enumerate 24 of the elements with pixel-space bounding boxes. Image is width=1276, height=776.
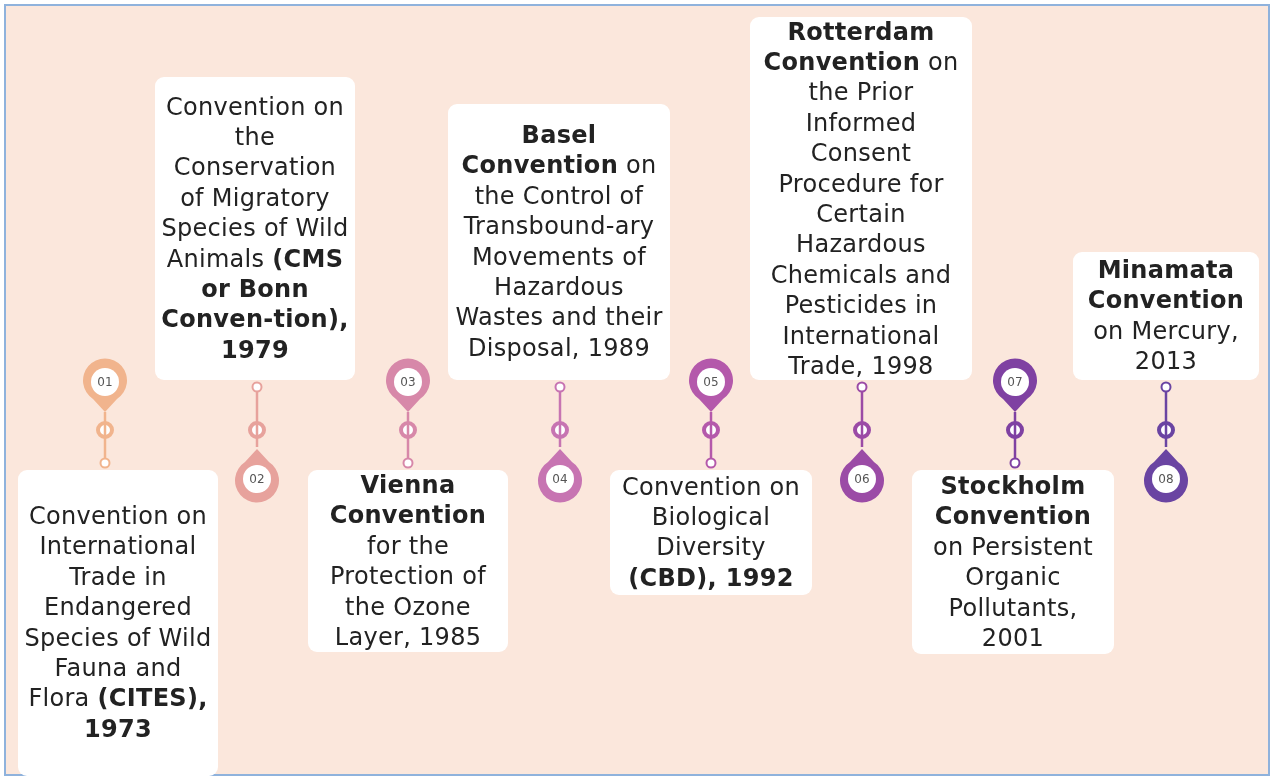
- event-card: Convention on International Trade in Endangered Species of Wild Fauna and Flora (CITES), 1973: [18, 470, 218, 776]
- event-card: Stockholm Convention on Persistent Organic Pollutants, 2001: [912, 470, 1114, 654]
- event-card: Minamata Convention on Mercury, 2013: [1073, 252, 1259, 380]
- event-card: Vienna Convention for the Protection of the Ozone Layer, 1985: [308, 470, 508, 652]
- connector-line: [1160, 381, 1172, 447]
- pin-marker: 01: [80, 356, 130, 414]
- connector-line: [705, 412, 717, 469]
- event-card: Rotterdam Convention on the Prior Informed Consent Procedure for Certain Hazardous Chemicals and Pesticides in International Trade, 1998: [750, 17, 972, 380]
- pin-marker: 04: [535, 447, 585, 505]
- pin-marker: 03: [383, 356, 433, 414]
- event-card: Convention on Biological Diversity (CBD), 1992: [610, 470, 812, 595]
- event-card: Convention on the Conservation of Migratory Species of Wild Animals (CMS or Bonn Conven-tion), 1979: [155, 77, 355, 380]
- connector-line: [1009, 412, 1021, 469]
- connector-line: [251, 381, 263, 447]
- connector-line: [402, 412, 414, 469]
- pin-marker: 06: [837, 447, 887, 505]
- pin-marker: 08: [1141, 447, 1191, 505]
- pin-marker: 02: [232, 447, 282, 505]
- event-card: Basel Convention on the Control of Transbound-ary Movements of Hazardous Wastes and their Disposal, 1989: [448, 104, 670, 380]
- pin-marker: 05: [686, 356, 736, 414]
- connector-line: [99, 412, 111, 469]
- connector-line: [554, 381, 566, 447]
- connector-line: [856, 381, 868, 447]
- pin-marker: 07: [990, 356, 1040, 414]
